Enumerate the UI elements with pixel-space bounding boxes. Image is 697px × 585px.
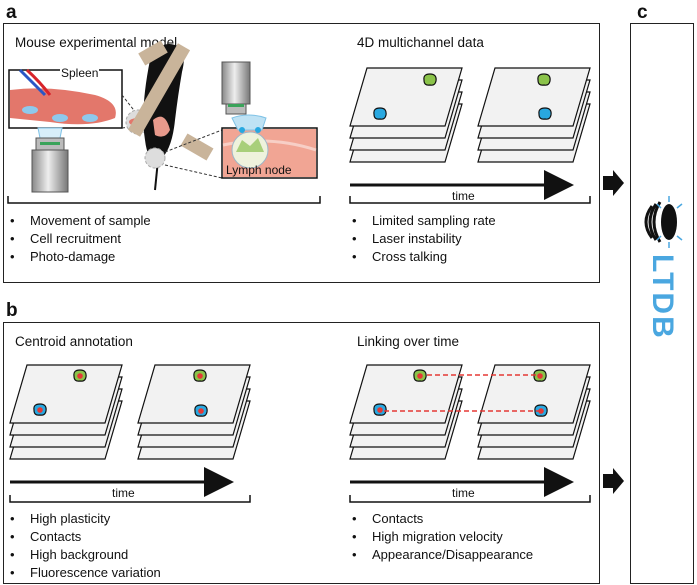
panel-c-box (630, 23, 694, 584)
centroid-dot (197, 373, 203, 379)
cell-blob (373, 107, 387, 120)
centroid-dot (377, 407, 383, 413)
centroid-dot (77, 373, 83, 379)
bullet-item: Photo-damage (8, 248, 151, 266)
bullet-item: Appearance/Disappearance (350, 546, 533, 564)
arrow-to-ltdb-b (603, 468, 624, 494)
spleen-label: Spleen (60, 66, 100, 80)
bullet-item: Laser instability (350, 230, 496, 248)
lymph-node-label: Lymph node (226, 163, 292, 177)
centroid-dot (417, 373, 423, 379)
bullet-item: High plasticity (8, 510, 161, 528)
frame-stack (349, 67, 463, 163)
objective-body (31, 149, 69, 193)
panel-a-letter: a (6, 2, 17, 23)
vessel-red (25, 68, 52, 96)
holder-rod (127, 43, 191, 137)
linking-bullets: Contacts High migration velocity Appeara… (350, 510, 533, 564)
lymph-site (144, 147, 166, 169)
image-frame (477, 364, 591, 424)
bullet-item: Limited sampling rate (350, 212, 496, 230)
frame-stack (9, 364, 123, 460)
image-frame (137, 364, 251, 424)
lymph-water (231, 114, 267, 131)
top-objective-body (221, 61, 251, 105)
spleen-cell (22, 106, 38, 114)
mouse-model-title: Mouse experimental model (15, 35, 178, 50)
bullet-item: Contacts (350, 510, 533, 528)
bullet-item: Contacts (8, 528, 161, 546)
cell-blob (537, 73, 551, 86)
centroid-title: Centroid annotation (15, 334, 133, 349)
objective-ring (40, 142, 60, 145)
bullet-item: Fluorescence variation (8, 564, 161, 582)
frame-stack (477, 67, 591, 163)
centroid-dot (37, 407, 43, 413)
panel-c-letter: c (637, 2, 648, 23)
bullet-item: Cell recruitment (8, 230, 151, 248)
linking-title: Linking over time (357, 334, 460, 349)
panel-b-letter: b (6, 300, 18, 321)
bullet-item: High background (8, 546, 161, 564)
vessel-blue (18, 68, 47, 97)
bullet-item: High migration velocity (350, 528, 533, 546)
centroid-bullets: High plasticity Contacts High background… (8, 510, 161, 582)
holder-top (138, 40, 168, 66)
bullet-item: Movement of sample (8, 212, 151, 230)
spleen-cell (82, 114, 98, 122)
multichannel-bullets: Limited sampling rate Laser instability … (350, 212, 496, 266)
holder-bottom (180, 133, 214, 161)
centroid-dot (538, 408, 544, 414)
multichannel-data-title: 4D multichannel data (357, 35, 484, 50)
centroid-dot (198, 408, 204, 414)
cell-blob (538, 107, 552, 120)
time-label-b-left: time (112, 486, 135, 500)
time-label-b-right: time (452, 486, 475, 500)
mouse-incision (153, 116, 170, 137)
time-label-a: time (452, 189, 475, 203)
centroid-dot (537, 373, 543, 379)
mouse-model-bullets: Movement of sample Cell recruitment Phot… (8, 212, 151, 266)
ltdb-label: LTDB (646, 254, 679, 340)
bullet-item: Cross talking (350, 248, 496, 266)
image-frame (477, 67, 591, 127)
frame-stack (477, 364, 591, 460)
cell-blob (423, 73, 437, 86)
frame-stack (137, 364, 251, 460)
arrow-to-ltdb-a (603, 170, 624, 196)
frame-stack (349, 364, 463, 460)
spleen-cell (52, 114, 68, 122)
